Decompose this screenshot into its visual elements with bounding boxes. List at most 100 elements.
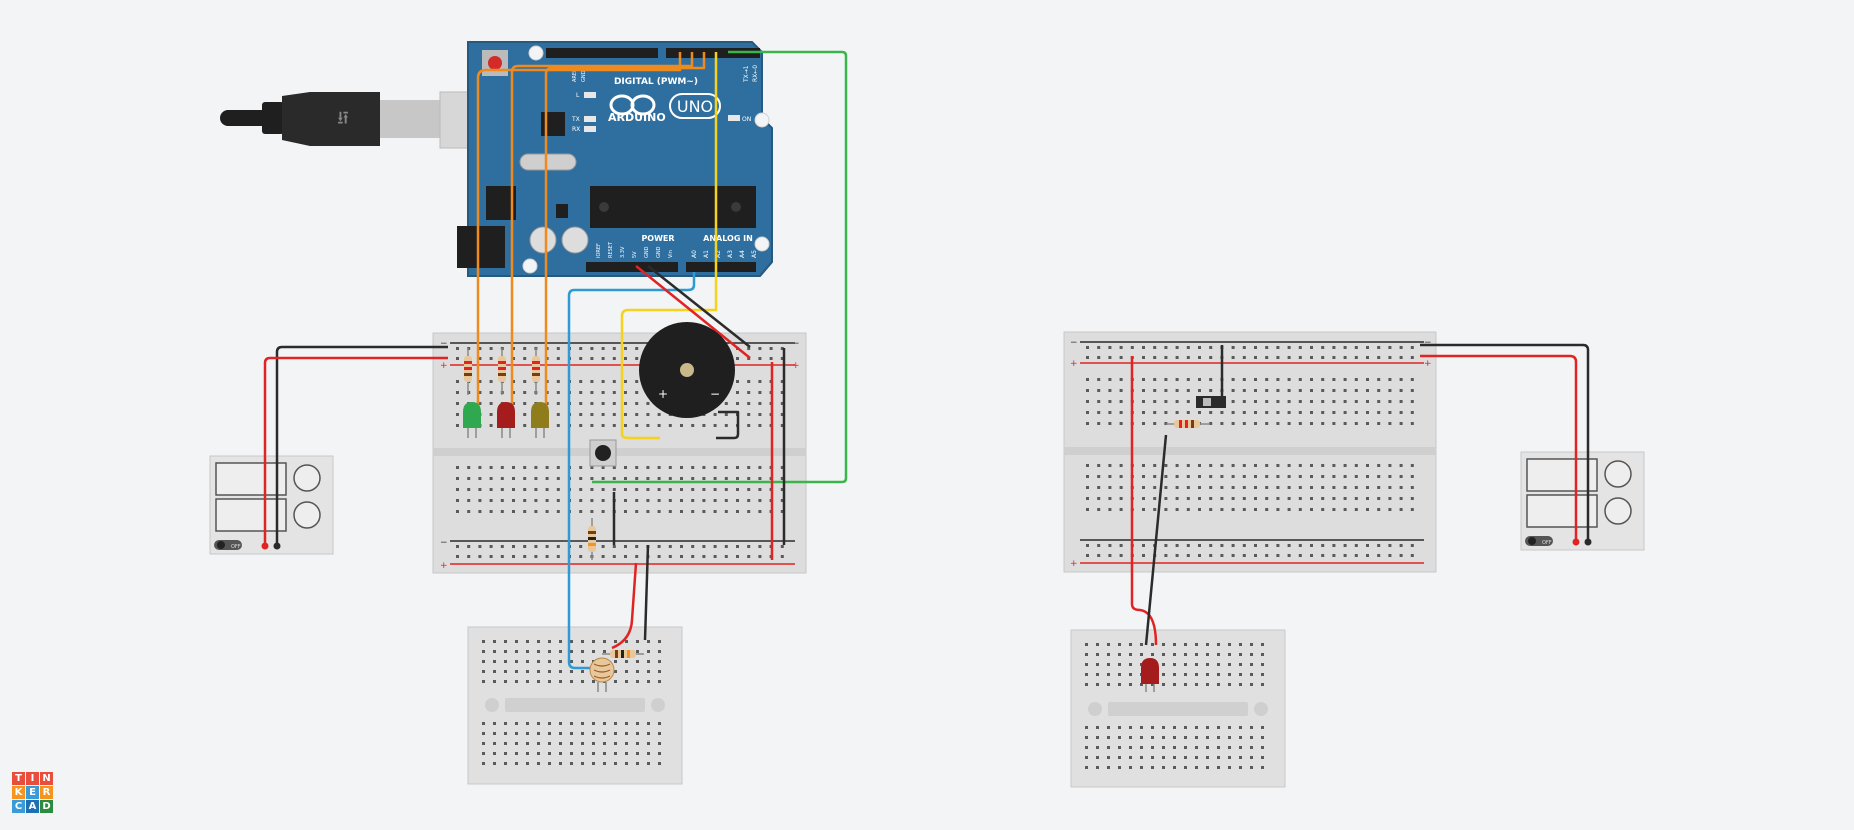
breadboard-hole bbox=[1354, 508, 1358, 511]
led-green[interactable] bbox=[463, 402, 481, 438]
piezo-buzzer[interactable]: + − bbox=[639, 322, 735, 418]
breadboard-hole bbox=[489, 545, 493, 548]
push-button[interactable] bbox=[589, 439, 617, 467]
wire-black-psu-right[interactable] bbox=[1420, 343, 1590, 542]
breadboard-hole bbox=[590, 357, 594, 360]
breadboard-hole bbox=[635, 347, 639, 350]
wire-red-right-led[interactable] bbox=[1130, 356, 1158, 646]
resistor-2[interactable] bbox=[498, 348, 506, 395]
breadboard-hole bbox=[548, 650, 551, 653]
breadboard-hole bbox=[1231, 400, 1235, 403]
breadboard-hole bbox=[1118, 766, 1121, 769]
breadboard-hole bbox=[1399, 356, 1403, 359]
breadboard-hole bbox=[624, 510, 627, 513]
wires[interactable] bbox=[263, 50, 1590, 670]
usb-cable[interactable]: ⭿ bbox=[220, 91, 479, 149]
slide-switch[interactable] bbox=[1196, 396, 1226, 408]
wire-yellow-buzzer[interactable] bbox=[620, 52, 718, 440]
breadboard-hole bbox=[1142, 508, 1145, 511]
wire-black-gnd[interactable] bbox=[647, 265, 751, 348]
breadboard-hole bbox=[1332, 378, 1336, 381]
breadboard-right[interactable]: − + − + + bbox=[1063, 331, 1437, 573]
breadboard-hole bbox=[1332, 400, 1336, 403]
breadboard-hole bbox=[1186, 400, 1190, 403]
breadboard-hole bbox=[590, 402, 594, 405]
breadboard-hole bbox=[1186, 346, 1190, 349]
breadboard-hole bbox=[1287, 475, 1291, 478]
breadboard-hole bbox=[570, 722, 573, 725]
breadboard-hole bbox=[691, 510, 695, 513]
logo-letter: D bbox=[40, 800, 53, 813]
wire-orange-led-red[interactable] bbox=[510, 52, 694, 405]
arduino-uno-board[interactable]: DIGITAL (PWM~) ARDUINO UNO ON L TX RX PO… bbox=[457, 41, 773, 277]
breadboard-hole bbox=[1228, 673, 1231, 676]
power-supply-left[interactable]: OFF bbox=[209, 455, 334, 555]
breadboard-hole bbox=[478, 347, 482, 350]
breadboard-hole bbox=[780, 510, 784, 513]
breadboard-hole bbox=[1153, 497, 1157, 500]
breadboard-hole bbox=[1153, 356, 1157, 359]
resistor-ldr[interactable] bbox=[602, 650, 644, 658]
breadboard-hole bbox=[1107, 673, 1110, 676]
power-supply-right[interactable]: OFF bbox=[1520, 451, 1645, 551]
svg-text:A0: A0 bbox=[691, 250, 698, 258]
reset-button[interactable] bbox=[488, 56, 502, 70]
led-red-right[interactable] bbox=[1141, 658, 1159, 692]
breadboard-main[interactable]: − + − + − + bbox=[432, 332, 807, 574]
wire-orange-led-green[interactable] bbox=[476, 52, 682, 405]
wire-orange-led-yellow[interactable] bbox=[544, 52, 706, 405]
breadboard-hole bbox=[1206, 653, 1209, 656]
wire-green-button[interactable] bbox=[592, 50, 848, 484]
breadboard-hole bbox=[1164, 389, 1168, 392]
led-yellow[interactable] bbox=[531, 402, 549, 438]
wire-black-ldr[interactable] bbox=[643, 544, 650, 641]
breadboard-hole bbox=[534, 545, 538, 548]
breadboard-hole bbox=[1298, 475, 1302, 478]
breadboard-hole bbox=[657, 413, 661, 416]
led-red[interactable] bbox=[497, 402, 515, 438]
resistor-1[interactable] bbox=[464, 348, 472, 395]
wire-black-right-led[interactable] bbox=[1144, 434, 1168, 646]
breadboard-hole bbox=[523, 402, 527, 405]
resistor-3[interactable] bbox=[532, 348, 540, 395]
breadboard-hole bbox=[500, 477, 504, 480]
breadboard-hole bbox=[515, 762, 518, 765]
breadboard-hole bbox=[559, 742, 562, 745]
breadboard-hole bbox=[1410, 554, 1414, 557]
wire-blue-ldr[interactable] bbox=[567, 272, 696, 670]
mini-breadboard-right[interactable] bbox=[1070, 629, 1286, 788]
breadboard-hole bbox=[1228, 643, 1231, 646]
breadboard-hole bbox=[1310, 486, 1313, 489]
breadboard-hole bbox=[1231, 346, 1235, 349]
mini-breadboard-left[interactable] bbox=[467, 626, 683, 785]
breadboard-hole bbox=[1343, 475, 1347, 478]
breadboard-hole bbox=[1217, 756, 1220, 759]
breadboard-hole bbox=[658, 742, 661, 745]
breadboard-hole bbox=[1108, 544, 1112, 547]
breadboard-hole bbox=[1276, 486, 1280, 489]
breadboard-hole bbox=[1377, 411, 1381, 414]
breadboard-hole bbox=[680, 499, 683, 502]
breadboard-hole bbox=[1153, 346, 1157, 349]
breadboard-hole bbox=[467, 466, 471, 469]
wire-red-5v[interactable] bbox=[635, 265, 751, 359]
wire-red-ldr[interactable] bbox=[611, 562, 638, 650]
breadboard-hole bbox=[482, 722, 485, 725]
resistor-button[interactable] bbox=[588, 518, 596, 560]
wire-red-psu-left[interactable] bbox=[263, 356, 448, 546]
wire-black-buzzer[interactable] bbox=[716, 410, 740, 440]
wire-black-psu-left[interactable] bbox=[275, 345, 448, 546]
breadboard-hole bbox=[1085, 736, 1088, 739]
breadboard-hole bbox=[680, 488, 683, 491]
breadboard-hole bbox=[702, 510, 706, 513]
breadboard-hole bbox=[1097, 346, 1101, 349]
tinkercad-logo: T I N K E R C A D bbox=[12, 772, 53, 813]
breadboard-hole bbox=[1175, 497, 1179, 500]
wire-red-psu-right[interactable] bbox=[1420, 354, 1578, 542]
photoresistor[interactable] bbox=[589, 657, 615, 692]
breadboard-hole bbox=[713, 545, 717, 548]
svg-text:A4: A4 bbox=[739, 250, 746, 258]
resistor-right[interactable] bbox=[1166, 420, 1210, 428]
breadboard-hole bbox=[668, 499, 672, 502]
